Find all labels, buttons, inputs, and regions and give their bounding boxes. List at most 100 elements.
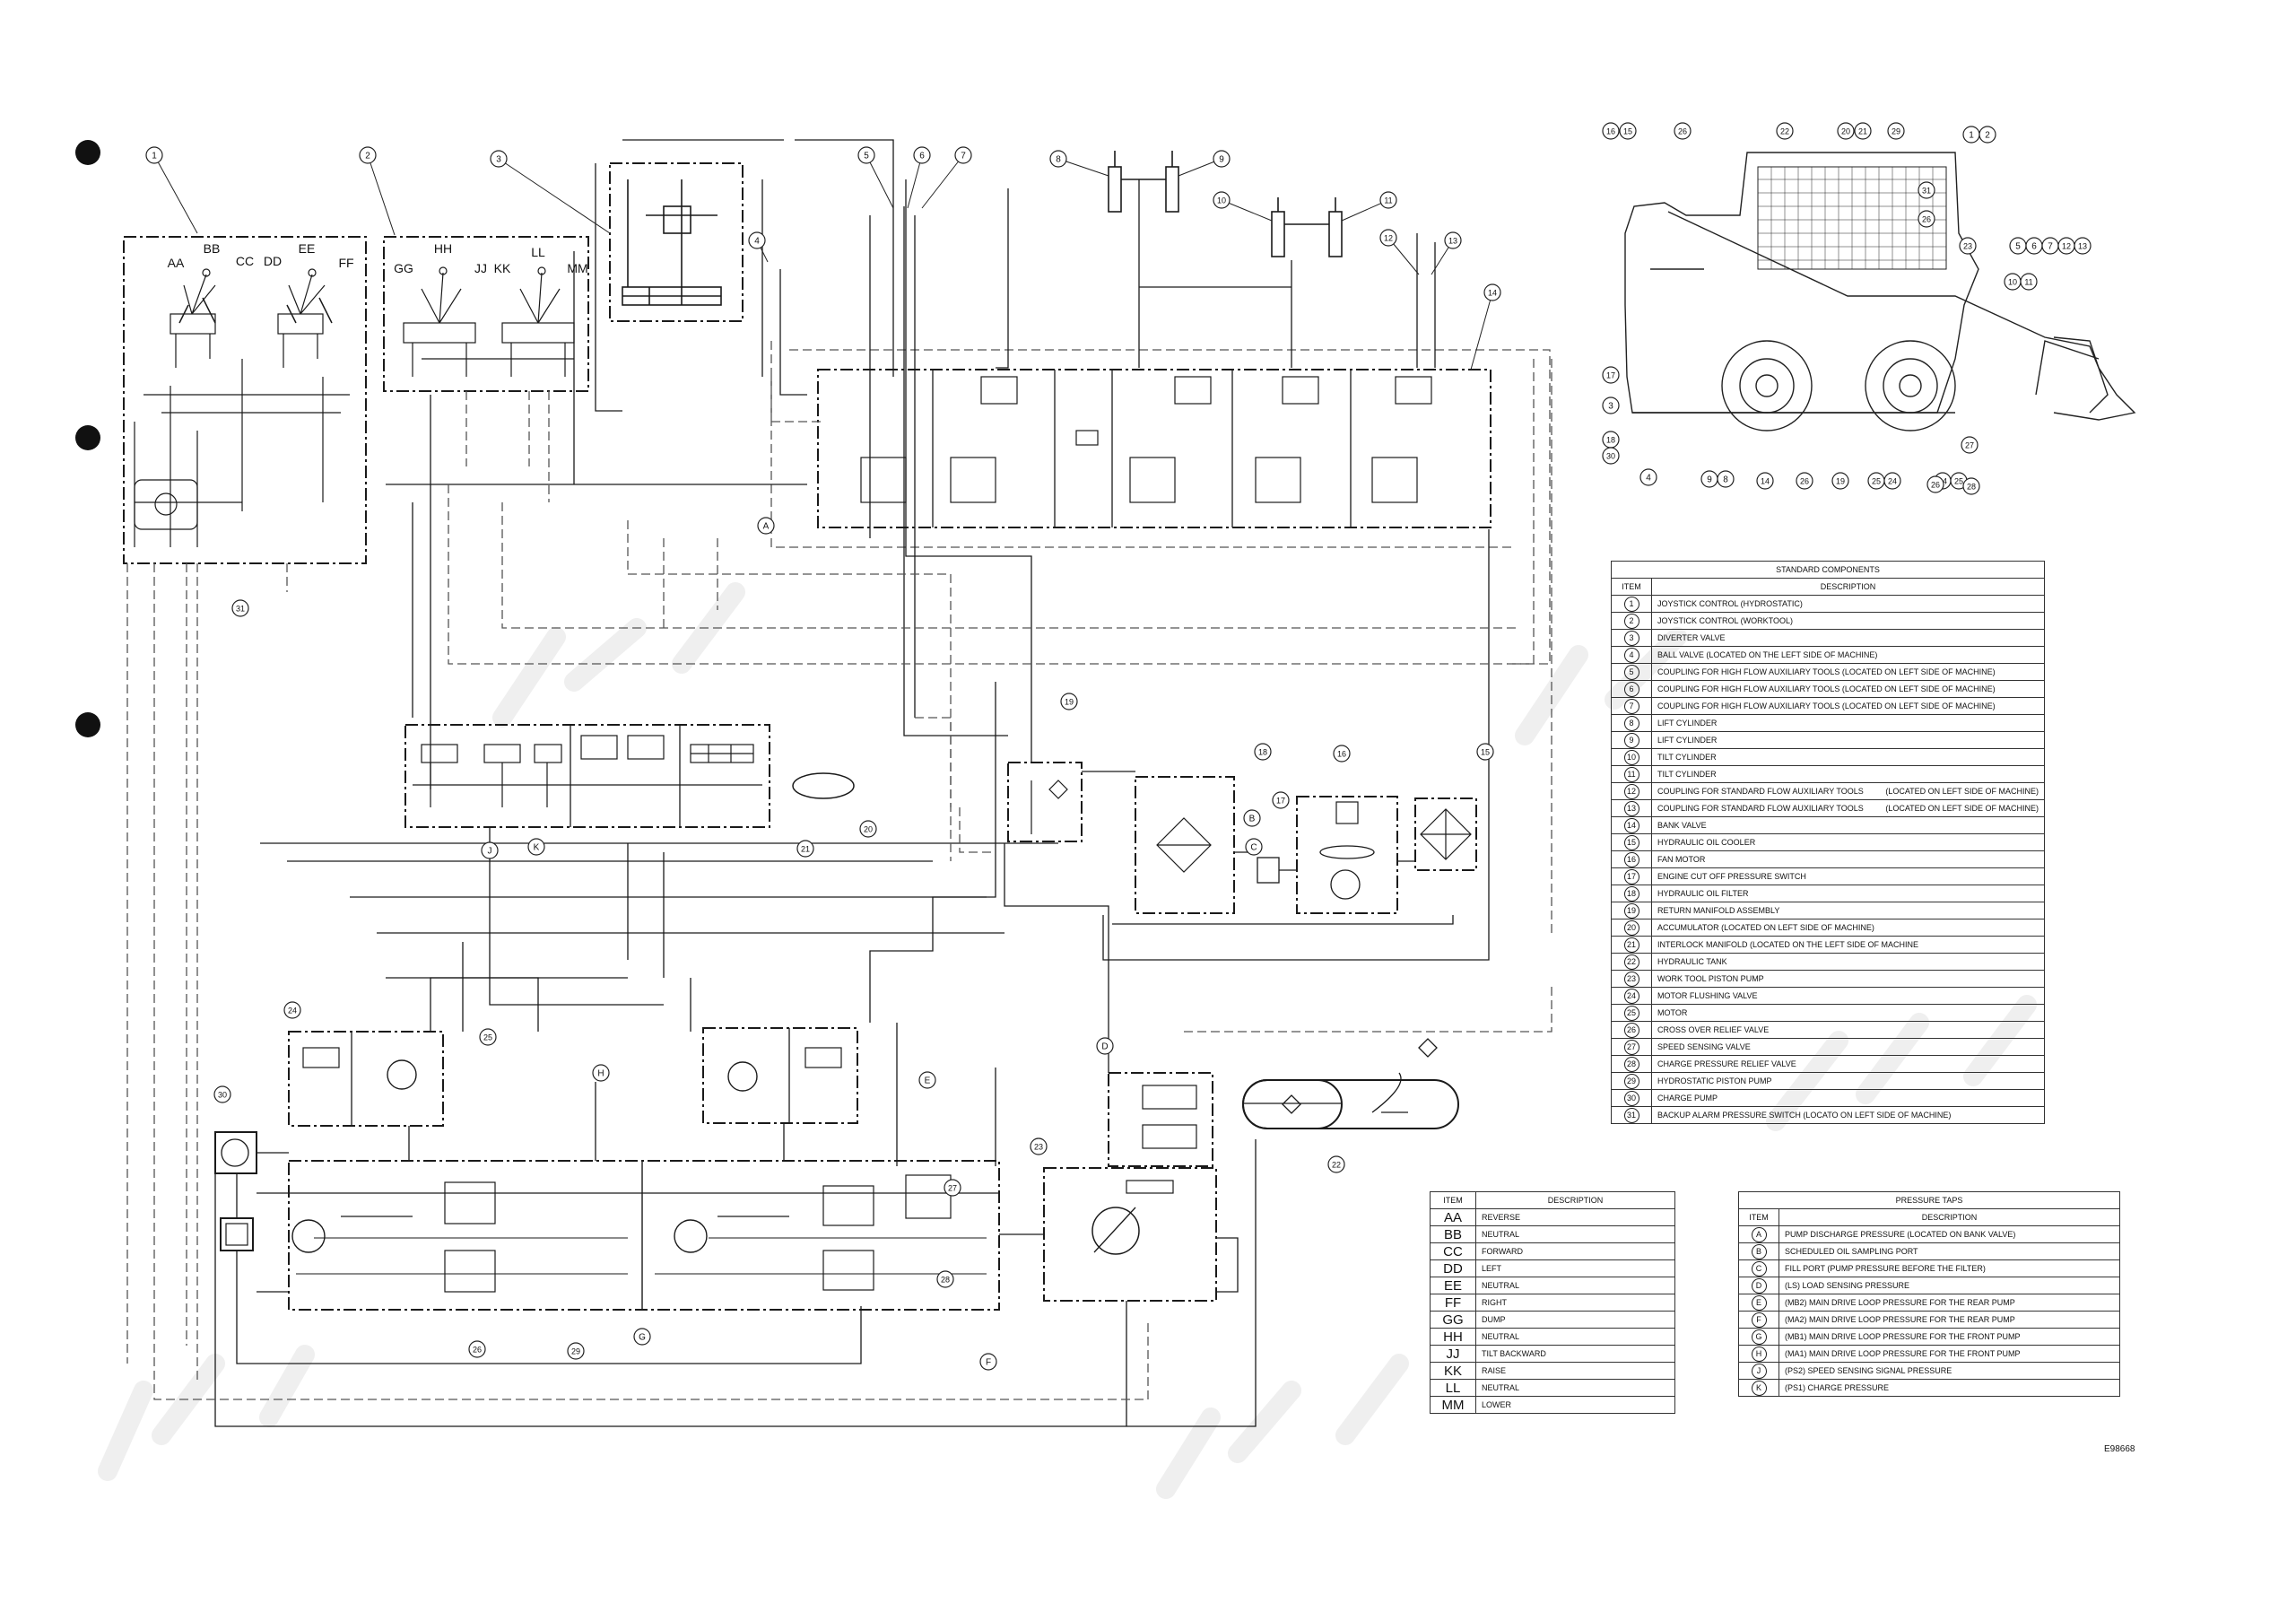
svg-text:28: 28 [941, 1276, 950, 1285]
svg-text:31: 31 [1922, 187, 1931, 196]
svg-text:1: 1 [152, 152, 157, 161]
svg-text:29: 29 [1892, 127, 1900, 136]
tap-description: (MB1) MAIN DRIVE LOOP PRESSURE FOR THE F… [1779, 1328, 2120, 1346]
machine-callout-top-6: 29 [1887, 122, 1905, 140]
description-text: MOTOR [1657, 1008, 1688, 1017]
machine-callout-top-3: 22 [1776, 122, 1794, 140]
machine-callout-bottom-5: 25 [1867, 472, 1885, 490]
machine-callout-top-7: 1 [1962, 126, 1980, 144]
table-row: J(PS2) SPEED SENSING SIGNAL PRESSURE [1738, 1362, 2120, 1380]
svg-text:6: 6 [919, 152, 925, 161]
description-text: TILT CYLINDER [1657, 770, 1717, 779]
tap-letter-badge: C [1751, 1260, 1767, 1277]
svg-text:14: 14 [1488, 289, 1497, 298]
description-text: COUPLING FOR STANDARD FLOW AUXILIARY TOO… [1657, 787, 1864, 796]
svg-text:12: 12 [1384, 234, 1393, 243]
item-number: 5 [1611, 663, 1652, 681]
description-text: ENGINE CUT OFF PRESSURE SWITCH [1657, 872, 1806, 881]
svg-text:12: 12 [2062, 242, 2071, 251]
machine-callout-bottom-8: 25 [1950, 472, 1968, 490]
svg-text:22: 22 [1332, 1161, 1341, 1170]
svg-text:14: 14 [1761, 477, 1770, 486]
svg-text:15: 15 [1481, 748, 1490, 757]
position-description: RIGHT [1475, 1294, 1675, 1312]
position-code: LL [1430, 1379, 1476, 1397]
tap-letter: A [1738, 1225, 1779, 1243]
item-number: 29 [1611, 1072, 1652, 1090]
tap-a: A [757, 517, 775, 535]
item-number-badge: 4 [1623, 647, 1639, 663]
svg-text:18: 18 [1258, 748, 1267, 757]
tap-c: C [1245, 838, 1263, 856]
item-number-badge: 13 [1623, 800, 1639, 816]
hydraulic-tank-symbol [1242, 1079, 1343, 1129]
svg-text:7: 7 [2048, 242, 2053, 252]
item-description: WORK TOOL PISTON PUMP [1651, 970, 2045, 988]
svg-text:5: 5 [2015, 242, 2021, 252]
item-number-badge: 2 [1623, 613, 1639, 629]
svg-text:3: 3 [496, 155, 501, 165]
callout-5: 5 [857, 146, 875, 164]
machine-callout-right-0: 31 [1918, 181, 1935, 199]
svg-text:7: 7 [961, 152, 966, 161]
position-code: DD [1430, 1259, 1476, 1277]
callout-20: 20 [859, 820, 877, 838]
label-kk: KK [494, 261, 511, 275]
item-number: 24 [1611, 987, 1652, 1005]
item-number: 13 [1611, 799, 1652, 817]
callout-17: 17 [1272, 791, 1290, 809]
item-description: BACKUP ALARM PRESSURE SWITCH (LOCATO ON … [1651, 1106, 2045, 1124]
description-text: ACCUMULATOR (LOCATED ON LEFT SIDE OF MAC… [1657, 923, 1874, 932]
tap-letter-badge: E [1751, 1294, 1767, 1311]
item-number: 25 [1611, 1004, 1652, 1022]
tap-letter: K [1738, 1379, 1779, 1397]
machine-callout-bottom-0: 9 [1700, 470, 1718, 488]
svg-text:29: 29 [571, 1347, 580, 1356]
tap-letter-badge: A [1751, 1226, 1767, 1242]
machine-callout-left-4: 4 [1639, 468, 1657, 486]
item-number-badge: 10 [1623, 749, 1639, 765]
label-mm: MM [567, 261, 587, 275]
description-text: HYDRAULIC OIL COOLER [1657, 838, 1756, 847]
callout-10: 10 [1213, 191, 1231, 209]
item-description: SPEED SENSING VALVE [1651, 1038, 2045, 1056]
tap-b: B [1243, 809, 1261, 827]
position-code: EE [1430, 1277, 1476, 1294]
svg-text:22: 22 [1780, 127, 1789, 136]
callout-18: 18 [1254, 743, 1272, 761]
tap-h: H [592, 1064, 610, 1082]
machine-callout-bottom-2: 14 [1756, 472, 1774, 490]
machine-callout-bottom-11: 28 [1962, 477, 1980, 495]
svg-text:23: 23 [1963, 242, 1972, 251]
description-location: (LOCATED ON LEFT SIDE OF MACHINE) [1885, 804, 2039, 813]
machine-callout-top-4: 20 [1837, 122, 1855, 140]
item-number-badge: 25 [1623, 1005, 1639, 1021]
machine-callout-left-1: 3 [1602, 397, 1620, 414]
accumulator-symbol [792, 772, 855, 799]
svg-text:17: 17 [1606, 371, 1615, 380]
description-text: COUPLING FOR HIGH FLOW AUXILIARY TOOLS (… [1657, 702, 1996, 710]
description-text: HYDRAULIC TANK [1657, 957, 1727, 966]
tap-letter: G [1738, 1328, 1779, 1346]
tap-f: F [979, 1353, 997, 1371]
table-row: 2 JOYSTICK CONTROL (WORKTOOL) [1611, 612, 2045, 630]
callout-24: 24 [283, 1001, 301, 1019]
tap-table-title: PRESSURE TAPS [1738, 1191, 2120, 1209]
position-code: FF [1430, 1294, 1476, 1312]
callout-14: 14 [1483, 283, 1501, 301]
svg-text:28: 28 [1967, 483, 1976, 492]
table-row: D(LS) LOAD SENSING PRESSURE [1738, 1277, 2120, 1294]
svg-text:21: 21 [801, 845, 810, 854]
description-text: JOYSTICK CONTROL (WORKTOOL) [1657, 616, 1794, 625]
label-hh: HH [434, 241, 452, 256]
